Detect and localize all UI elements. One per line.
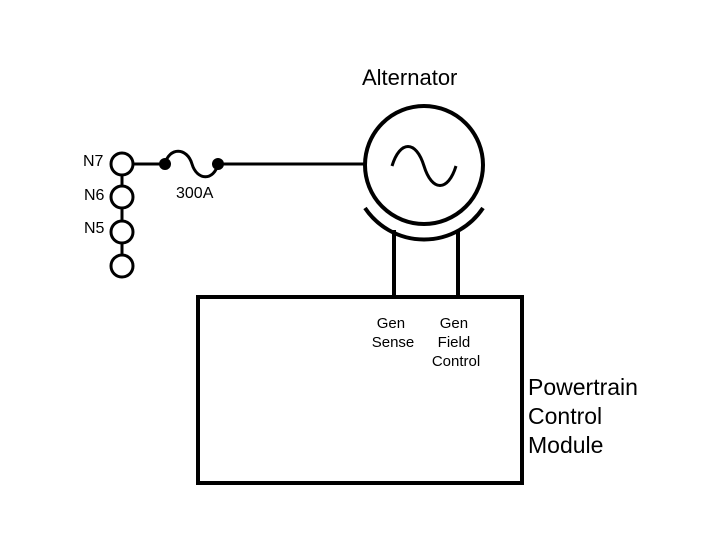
fuse-label: 300A <box>176 185 214 202</box>
gen-sense-label: Gen Sense <box>372 315 415 351</box>
node-n5-label: N5 <box>84 220 105 237</box>
alternator-title: Alternator <box>362 65 457 90</box>
battery-feed-circuit: 300A <box>133 149 365 202</box>
node-bottom <box>109 253 135 279</box>
node-n5 <box>109 219 135 245</box>
fuse-icon <box>163 149 220 179</box>
alternator-mount-arc <box>363 206 485 242</box>
gen-sense-line2: Sense <box>372 334 415 351</box>
node-n6-label: N6 <box>84 187 105 204</box>
pcm-name: Powertrain Control Module <box>528 374 644 458</box>
gen-field-line3: Control <box>432 353 480 370</box>
alternator: Alternator <box>362 65 485 242</box>
pcm-name-line1: Powertrain <box>528 374 638 400</box>
pcm-name-line3: Module <box>528 432 603 458</box>
gen-field-line2: Field <box>438 334 471 351</box>
gen-field-line1: Gen <box>440 315 468 332</box>
node-n7-label: N7 <box>83 153 104 170</box>
node-n6 <box>109 184 135 210</box>
node-stack: N7 N6 N5 <box>83 151 135 279</box>
alternator-pcm-wires <box>392 230 460 297</box>
ac-wave-icon <box>390 145 458 187</box>
pcm-box <box>196 295 524 485</box>
pcm-name-line2: Control <box>528 403 602 429</box>
gen-field-control-label: Gen Field Control <box>432 315 480 370</box>
node-n7 <box>109 151 135 177</box>
gen-sense-line1: Gen <box>377 315 405 332</box>
powertrain-control-module: Gen Sense Gen Field Control Powertrain C… <box>196 295 644 485</box>
